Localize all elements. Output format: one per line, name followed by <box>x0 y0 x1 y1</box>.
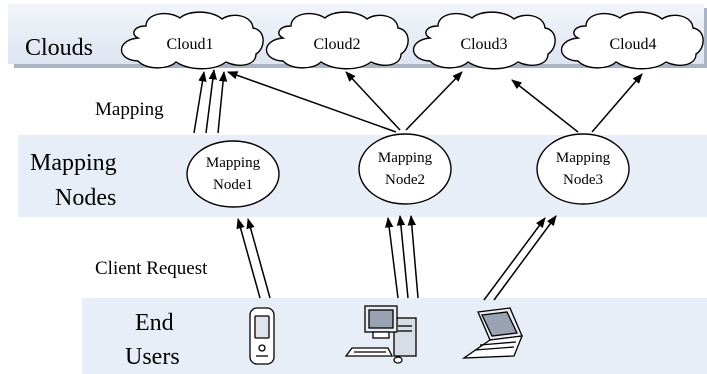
cloud-3: Cloud3 <box>413 11 556 70</box>
mapping-annotation: Mapping <box>95 99 164 120</box>
desktop-computer-icon <box>344 305 417 364</box>
cloud-2-label: Cloud2 <box>313 36 360 53</box>
mapping-node-1-line2: Node1 <box>213 177 253 193</box>
mapping-node-2-line1: Mapping <box>378 150 433 166</box>
mapping-node-3-line2: Node3 <box>563 172 603 188</box>
clouds-layer-label: Clouds <box>25 35 93 61</box>
cloud-4-label: Cloud4 <box>609 36 656 53</box>
mapping-nodes-layer-label-line1: Mapping <box>30 150 117 176</box>
mapping-arrows <box>193 68 643 134</box>
cloud-2: Cloud2 <box>266 11 409 70</box>
mobile-device-icon <box>249 307 275 365</box>
mapping-node-2: Mapping Node2 <box>358 133 452 205</box>
end-users-layer-label-line2: Users <box>125 344 180 370</box>
client-request-arrows <box>236 214 557 301</box>
mapping-node-1: Mapping Node1 <box>186 140 280 208</box>
mapping-node-3-line1: Mapping <box>556 150 611 166</box>
end-users-layer-label-line1: End <box>135 310 174 336</box>
cloud-3-label: Cloud3 <box>460 36 507 53</box>
laptop-icon <box>461 307 524 359</box>
mapping-nodes-layer-label-line2: Nodes <box>55 185 116 211</box>
cloud-1: Cloud1 <box>121 11 264 70</box>
cloud-1-label: Cloud1 <box>166 36 213 53</box>
cloud-4: Cloud4 <box>561 11 704 70</box>
mapping-node-1-line1: Mapping <box>206 155 261 171</box>
mapping-node-3: Mapping Node3 <box>536 133 630 205</box>
client-request-annotation: Client Request <box>95 258 208 279</box>
mapping-node-2-line2: Node2 <box>385 172 425 188</box>
